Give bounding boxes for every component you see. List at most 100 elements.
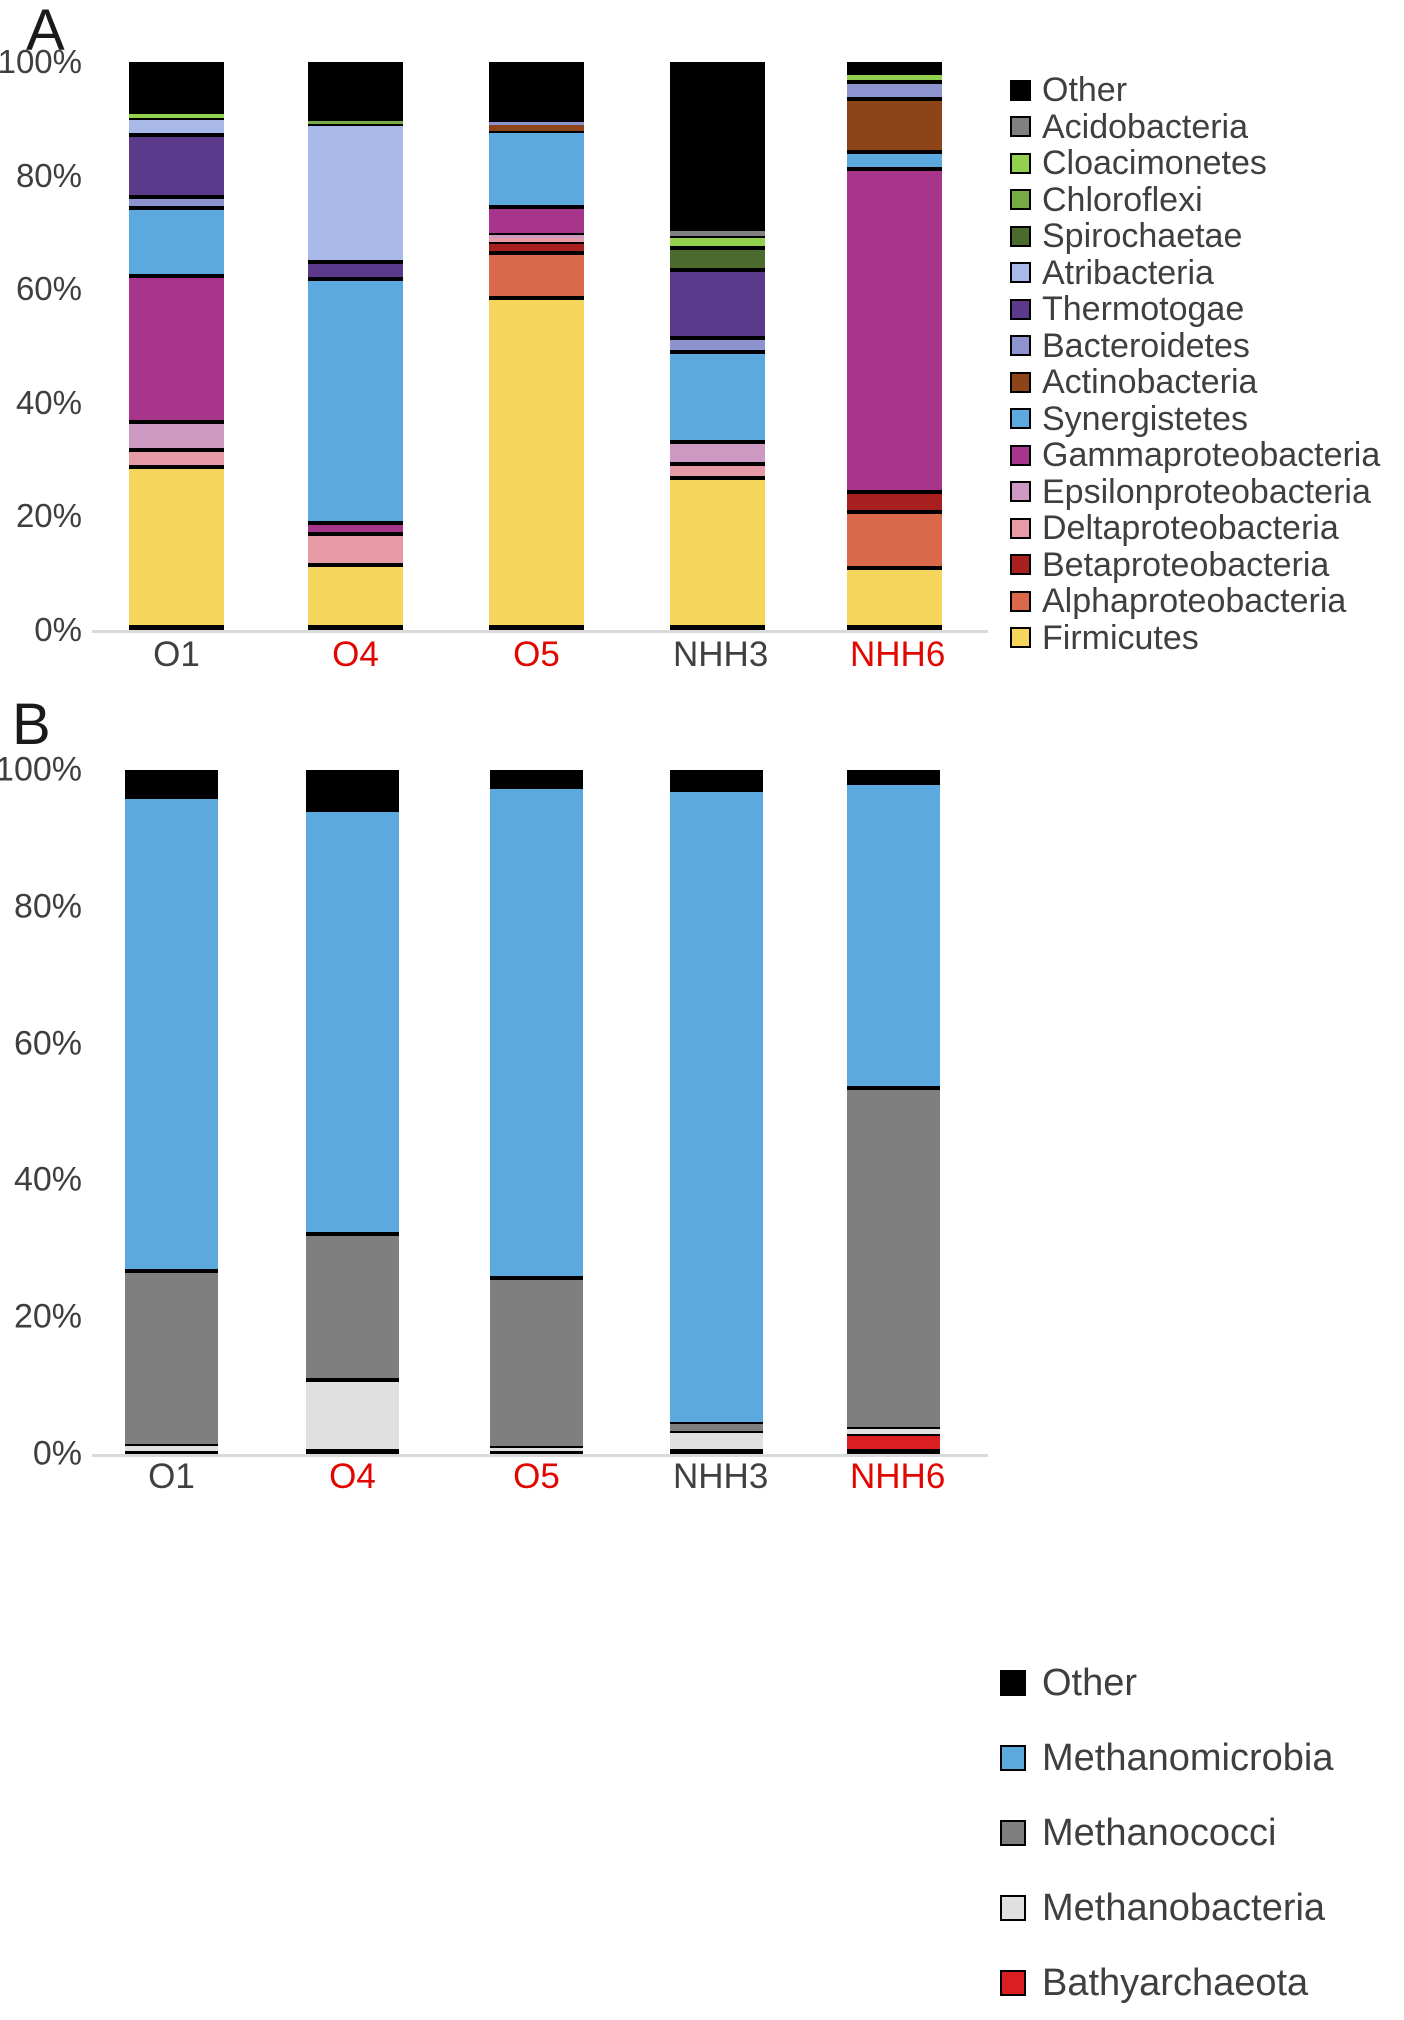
bar-b-o1[interactable]: O1 <box>125 770 218 1496</box>
bar-b-nhh6[interactable]: NHH6 <box>847 770 945 1496</box>
segment-o5-other <box>489 65 584 123</box>
segment-nhh6-bacteroidetes <box>847 81 942 99</box>
ytick-a-20: 20% <box>15 497 82 535</box>
bar-b-o5[interactable]: O5 <box>490 770 583 1496</box>
segment-o5-methanococci <box>490 1278 583 1448</box>
legend-swatch-icon-deltaproteobacteria <box>1010 517 1031 539</box>
xaxis-label-b-o4: O4 <box>329 1457 376 1496</box>
segment-o1-methanobacteria <box>125 1446 218 1451</box>
legend-label-cloacimonetes: Cloacimonetes <box>1042 144 1267 183</box>
legend-item-a-synergistetes[interactable]: Synergistetes <box>1010 401 1380 438</box>
legend-item-a-other[interactable]: Other <box>1010 72 1380 109</box>
legend-swatch-icon-spirochaetae <box>1010 225 1031 247</box>
legend-swatch-icon-actinobacteria <box>1010 371 1031 393</box>
legend-swatch-icon-chloroflexi <box>1010 189 1031 211</box>
bar-a-o1[interactable]: O1 <box>129 62 224 674</box>
segment-o5-firmicutes <box>489 298 584 627</box>
legend-item-a-bacteroidetes[interactable]: Bacteroidetes <box>1010 328 1380 365</box>
legend-item-b-bathyarchaeota[interactable]: Bathyarchaeota <box>1000 1945 1333 2020</box>
legend-item-b-methanomicrobia[interactable]: Methanomicrobia <box>1000 1720 1333 1795</box>
legend-swatch-icon-bathyarchaeota <box>1000 1969 1026 1996</box>
segment-nhh6-gammaproteobacteria <box>847 168 942 493</box>
ytick-b-100: 100% <box>0 750 82 789</box>
legend-label-epsilonproteobacteria: Epsilonproteobacteria <box>1042 472 1371 511</box>
legend-label-alphaproteobacteria: Alphaproteobacteria <box>1042 582 1347 621</box>
legend-item-a-betaproteobacteria[interactable]: Betaproteobacteria <box>1010 547 1380 584</box>
legend-label-spirochaetae: Spirochaetae <box>1042 217 1243 256</box>
legend-label-other: Other <box>1042 1661 1138 1704</box>
bar-a-nhh3[interactable]: NHH3 <box>670 62 768 674</box>
legend-item-a-alphaproteobacteria[interactable]: Alphaproteobacteria <box>1010 583 1380 620</box>
legend-item-b-methanococci[interactable]: Methanococci <box>1000 1795 1333 1870</box>
segment-o4-methanococci <box>306 1234 399 1380</box>
segment-o5-epsilonproteobacteria <box>489 234 584 238</box>
legend-label-actinobacteria: Actinobacteria <box>1042 363 1258 402</box>
ytick-a-0: 0% <box>34 611 82 648</box>
segment-o1-epsilonproteobacteria <box>129 421 224 450</box>
segment-nhh6-cloacimonetes <box>847 73 942 82</box>
legend-label-methanococci: Methanococci <box>1042 1811 1277 1854</box>
bar-a-nhh6[interactable]: NHH6 <box>847 62 945 674</box>
segment-o1-bacteroidetes <box>129 197 224 209</box>
segment-nhh6-alphaproteobacteria <box>847 511 942 568</box>
segment-o4-deltaproteobacteria <box>308 534 403 566</box>
legend-item-a-cloacimonetes[interactable]: Cloacimonetes <box>1010 145 1380 182</box>
legend-swatch-icon-other <box>1010 79 1031 101</box>
segment-nhh3-epsilonproteobacteria <box>670 441 765 465</box>
legend-item-a-spirochaetae[interactable]: Spirochaetae <box>1010 218 1380 255</box>
segment-o1-cloacimonetes <box>129 113 224 119</box>
segment-nhh6-other <box>847 65 942 74</box>
ytick-b-0: 0% <box>32 1434 82 1473</box>
legend-label-chloroflexi: Chloroflexi <box>1042 180 1203 219</box>
legend-item-a-epsilonproteobacteria[interactable]: Epsilonproteobacteria <box>1010 474 1380 511</box>
ytick-b-20: 20% <box>13 1297 82 1336</box>
xaxis-label-a-nhh6: NHH6 <box>850 635 946 674</box>
segment-nhh3-methanococci <box>670 1423 763 1431</box>
legend-item-a-chloroflexi[interactable]: Chloroflexi <box>1010 182 1380 219</box>
segment-nhh6-bathyarchaeota <box>847 1434 940 1451</box>
legend-swatch-icon-cloacimonetes <box>1010 152 1031 174</box>
segment-nhh6-actinobacteria <box>847 98 942 153</box>
segment-nhh6-firmicutes <box>847 568 942 627</box>
segment-o1-firmicutes <box>129 466 224 627</box>
panel-b-letter: B <box>12 692 51 757</box>
legend-label-bacteroidetes: Bacteroidetes <box>1042 326 1250 365</box>
bar-a-o5[interactable]: O5 <box>489 62 584 674</box>
segment-o4-atribacteria <box>308 124 403 262</box>
segment-nhh3-other <box>670 773 763 790</box>
segment-nhh3-methanobacteria <box>670 1430 763 1451</box>
legend-swatch-icon-acidobacteria <box>1010 116 1031 138</box>
segment-o5-methanomicrobia <box>490 786 583 1279</box>
segment-o5-actinobacteria <box>489 125 584 131</box>
segment-o5-deltaproteobacteria <box>489 237 584 243</box>
legend-item-a-atribacteria[interactable]: Atribacteria <box>1010 255 1380 292</box>
legend-item-a-gammaproteobacteria[interactable]: Gammaproteobacteria <box>1010 437 1380 474</box>
segment-o1-thermotogae <box>129 135 224 198</box>
segment-o1-other <box>125 773 218 797</box>
legend-item-a-firmicutes[interactable]: Firmicutes <box>1010 620 1380 657</box>
legend-label-firmicutes: Firmicutes <box>1042 618 1199 657</box>
bar-b-nhh3[interactable]: NHH3 <box>670 770 768 1496</box>
legend-item-b-methanobacteria[interactable]: Methanobacteria <box>1000 1870 1333 1945</box>
legend-item-b-other[interactable]: Other <box>1000 1645 1333 1720</box>
segment-o5-methanobacteria <box>490 1447 583 1451</box>
xaxis-label-a-o5: O5 <box>513 635 560 674</box>
xaxis-label-b-o5: O5 <box>513 1457 560 1496</box>
panel-a-letter: A <box>26 0 65 63</box>
segment-o1-deltaproteobacteria <box>129 449 224 467</box>
bar-b-o4[interactable]: O4 <box>306 770 399 1496</box>
legend-swatch-icon-other <box>1000 1669 1026 1696</box>
legend-item-a-thermotogae[interactable]: Thermotogae <box>1010 291 1380 328</box>
segment-nhh3-methanomicrobia <box>670 789 763 1424</box>
bar-a-o4[interactable]: O4 <box>308 62 403 674</box>
panel-a-axis-baseline <box>92 630 988 633</box>
segment-o1-methanococci <box>125 1271 218 1447</box>
segment-o1-other <box>129 65 224 114</box>
segment-o4-gammaproteobacteria <box>308 523 403 535</box>
legend-item-a-deltaproteobacteria[interactable]: Deltaproteobacteria <box>1010 510 1380 547</box>
legend-item-a-acidobacteria[interactable]: Acidobacteria <box>1010 109 1380 146</box>
legend-item-a-actinobacteria[interactable]: Actinobacteria <box>1010 364 1380 401</box>
legend-swatch-icon-epsilonproteobacteria <box>1010 481 1031 503</box>
segment-nhh3-firmicutes <box>670 478 765 627</box>
